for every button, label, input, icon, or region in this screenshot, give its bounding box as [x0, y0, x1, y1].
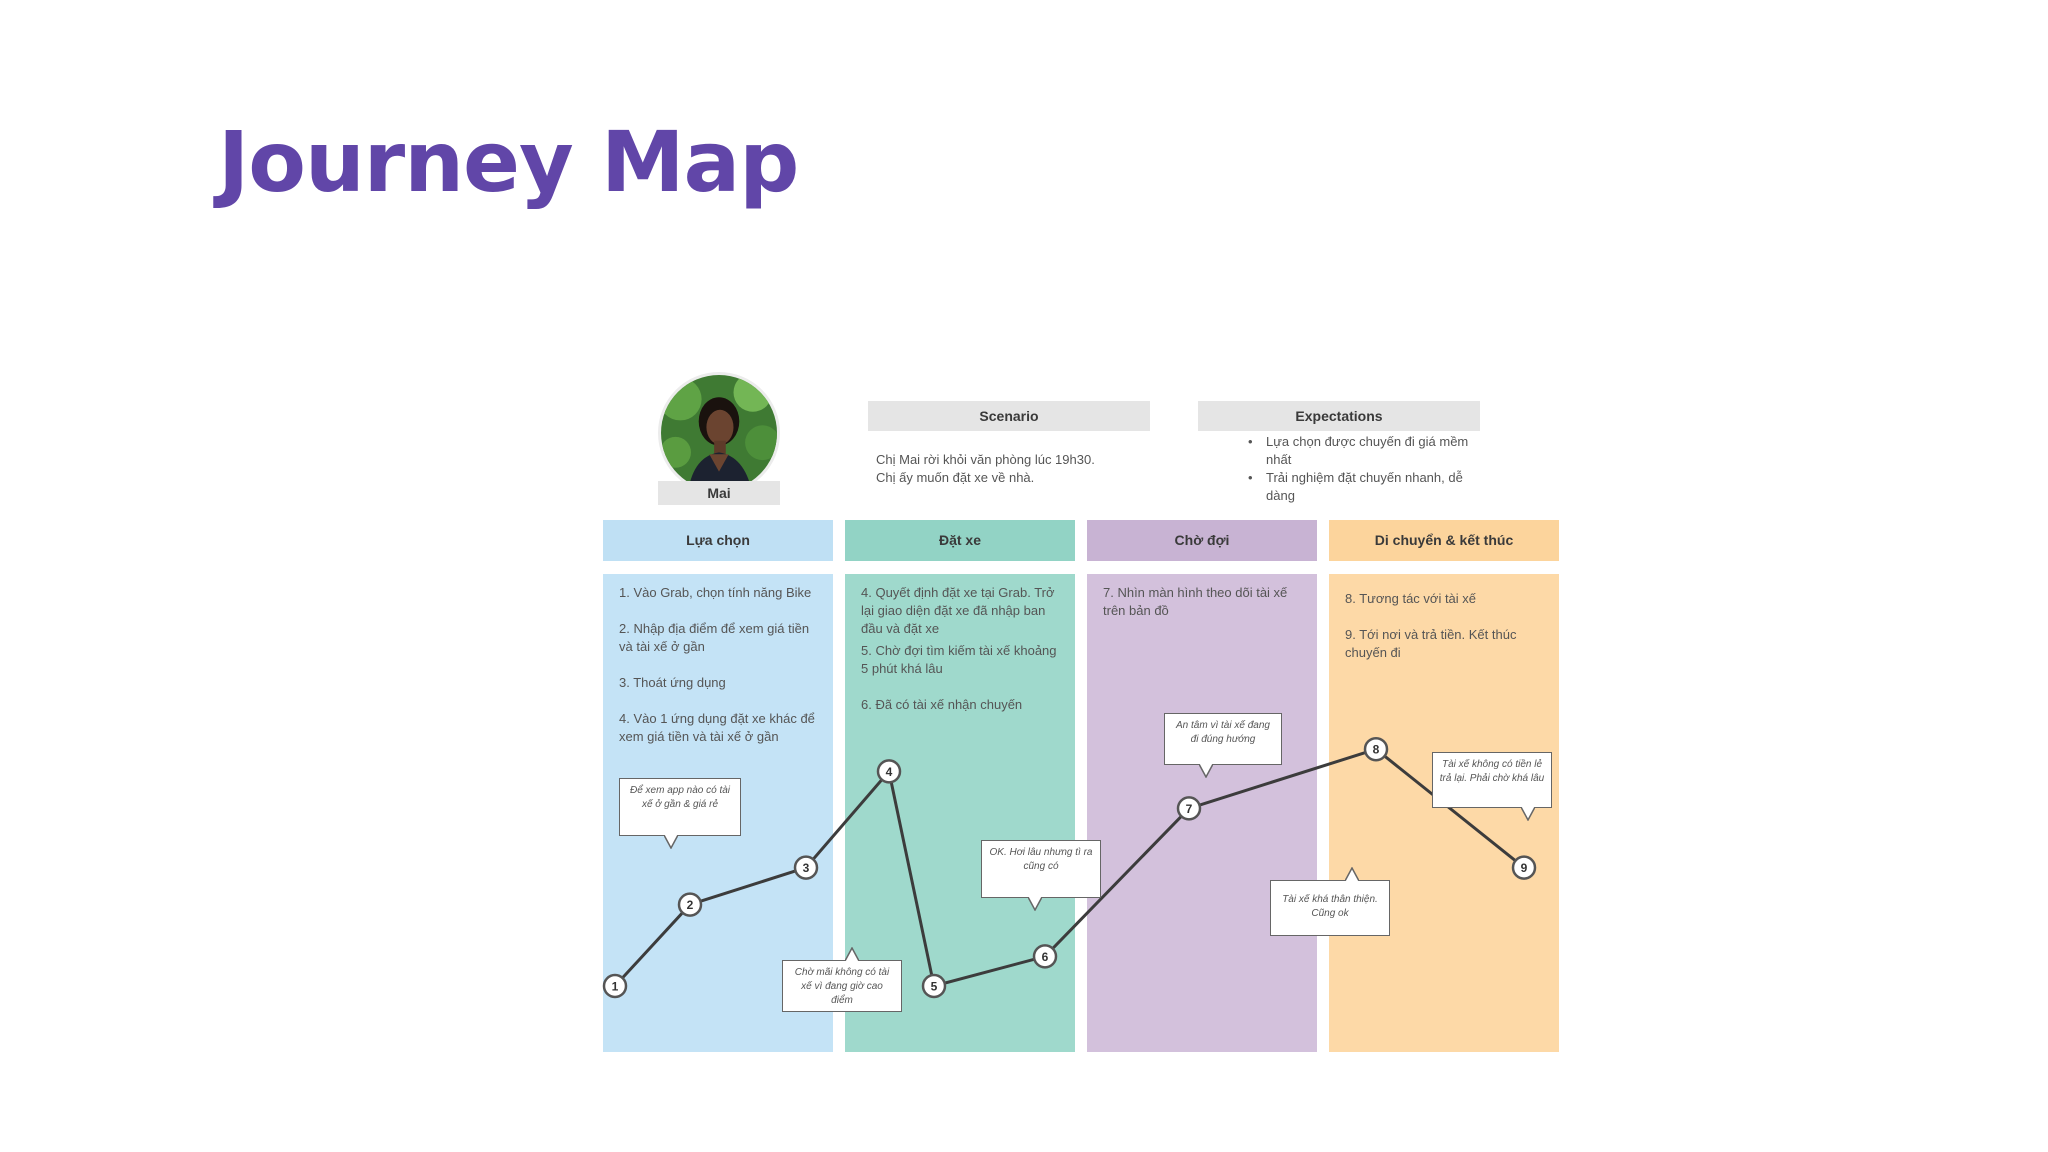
annotation-bubble: An tâm vì tài xế đang đi đúng hướng — [1164, 713, 1282, 778]
persona-name: Mai — [658, 481, 780, 505]
page-title: Journey Map — [218, 113, 799, 211]
step-text: 4. Quyết định đặt xe tại Grab. Trở lại g… — [861, 585, 1055, 636]
step-text: 3. Thoát ứng dụng — [619, 675, 726, 690]
annotation-text: Chờ mãi không có tài xế vì đang giờ cao … — [794, 967, 890, 1006]
annotation-text: Để xem app nào có tài xế ở gần & giá rẻ — [629, 785, 731, 810]
step-text: 5. Chờ đợi tìm kiếm tài xế khoảng 5 phút… — [861, 643, 1057, 676]
bubble-tail — [1028, 897, 1042, 911]
persona-photo — [661, 375, 777, 491]
expectation-item: Lựa chọn được chuyến đi giá mềm nhất — [1248, 433, 1478, 469]
step-text: 9. Tới nơi và trả tiền. Kết thúc chuyến … — [1345, 627, 1517, 660]
step-text: 6. Đã có tài xế nhận chuyến — [861, 697, 1023, 712]
expectations-label: Expectations — [1198, 401, 1480, 431]
annotation-text: An tâm vì tài xế đang đi đúng hướng — [1176, 720, 1270, 745]
persona-avatar — [658, 372, 780, 494]
bubble-tail — [1345, 867, 1359, 881]
stage-header-lua-chon: Lựa chọn — [603, 520, 833, 561]
stage-body-cho-doi: 7. Nhìn màn hình theo dõi tài xế trên bả… — [1087, 574, 1317, 1052]
step-text: 2. Nhập địa điểm để xem giá tiền và tài … — [619, 621, 810, 654]
stage-header-cho-doi: Chờ đợi — [1087, 520, 1317, 561]
expectations-list: Lựa chọn được chuyến đi giá mềm nhất Trả… — [1248, 433, 1478, 505]
scenario-label: Scenario — [868, 401, 1150, 431]
annotation-bubble: Tài xế khá thân thiện. Cũng ok — [1270, 867, 1390, 936]
annotation-text: Tài xế không có tiền lẻ trả lại. Phải ch… — [1439, 759, 1545, 784]
scenario-line: Chị ấy muốn đặt xe về nhà. — [876, 470, 1035, 485]
step-text: 4. Vào 1 ứng dụng đặt xe khác để xem giá… — [619, 711, 815, 744]
step-text: 8. Tương tác với tài xế — [1345, 591, 1477, 606]
expectation-item: Trải nghiệm đặt chuyến nhanh, dễ dàng — [1248, 469, 1478, 505]
annotation-bubble: OK. Hơi lâu nhưng tì ra cũng có — [981, 840, 1101, 911]
annotation-bubble: Chờ mãi không có tài xế vì đang giờ cao … — [782, 947, 902, 1012]
bubble-tail — [1199, 764, 1213, 778]
annotation-bubble: Để xem app nào có tài xế ở gần & giá rẻ — [619, 778, 741, 849]
annotation-text: OK. Hơi lâu nhưng tì ra cũng có — [989, 847, 1093, 872]
stage-header-dat-xe: Đặt xe — [845, 520, 1075, 561]
step-text: 7. Nhìn màn hình theo dõi tài xế trên bả… — [1103, 585, 1288, 618]
bubble-tail — [664, 835, 678, 849]
annotation-text: Tài xế khá thân thiện. Cũng ok — [1282, 894, 1378, 919]
bubble-tail — [1521, 807, 1535, 821]
bubble-tail — [845, 947, 859, 961]
scenario-line: Chị Mai rời khỏi văn phòng lúc 19h30. — [876, 452, 1095, 467]
stage-header-di-chuyen-ket-thuc: Di chuyển & kết thúc — [1329, 520, 1559, 561]
annotation-bubble: Tài xế không có tiền lẻ trả lại. Phải ch… — [1432, 752, 1552, 821]
step-text: 1. Vào Grab, chọn tính năng Bike — [619, 585, 812, 600]
scenario-text: Chị Mai rời khỏi văn phòng lúc 19h30. Ch… — [876, 451, 1156, 487]
